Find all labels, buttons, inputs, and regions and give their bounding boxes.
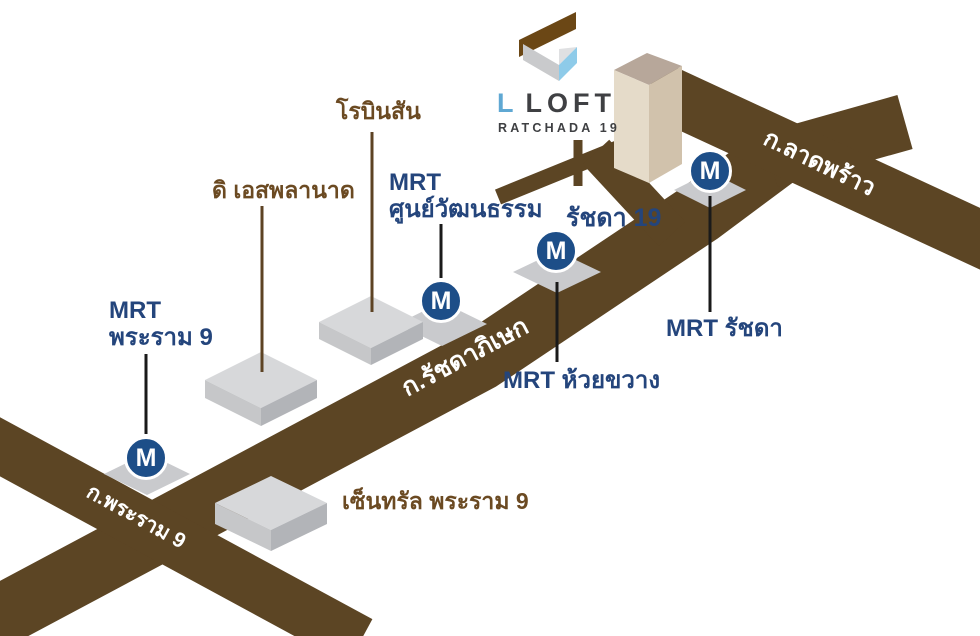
block-right-face	[271, 503, 327, 551]
mrt-marker-rama9: M	[124, 436, 168, 480]
lloft-subtitle: RATCHADA 19	[498, 121, 621, 135]
station-label-line2: ศูนย์วัฒนธรรม	[389, 195, 543, 223]
block-left-face	[319, 322, 371, 365]
block-right-face	[371, 322, 423, 365]
mrt-m-icon: M	[135, 443, 157, 472]
road-rama9	[0, 417, 373, 636]
station-label-ratchada: MRT รัชดา	[666, 315, 783, 342]
place-label-robinson: โรบินสัน	[336, 98, 421, 124]
block-right-face	[261, 380, 317, 426]
place-label-central-rama9: เซ็นทรัล พระราม 9	[342, 488, 529, 514]
tower-right-face	[649, 66, 682, 183]
mrt-marker-cultural-centre: M	[419, 279, 463, 323]
station-label-line1: MRT	[389, 169, 441, 196]
lloft-wordmark: L LOFT	[497, 88, 616, 119]
building-block-central-rama9	[215, 476, 327, 551]
wordmark-rest: LOFT	[525, 88, 616, 118]
mrt-m-icon: M	[430, 286, 452, 315]
station-label-line1: MRT	[109, 297, 161, 324]
road-ratchadaphisek	[0, 127, 801, 636]
station-label-cultural-centre: MRT ศูนย์วัฒนธรรม	[389, 169, 543, 224]
place-label-esplanade: ดิ เอสพลานาด	[212, 177, 355, 203]
station-label-rama9: MRT พระราม 9	[109, 297, 213, 352]
mrt-marker-huai-khwang: M	[534, 229, 578, 273]
logo-mark-blue-face	[559, 47, 577, 81]
station-label-huai-khwang: MRT ห้วยขวาง	[503, 367, 661, 394]
station-label-line2: พระราม 9	[109, 323, 213, 351]
tower-top	[614, 53, 682, 85]
wordmark-first-letter: L	[497, 88, 519, 118]
lloft-logo-mark	[519, 12, 577, 81]
mrt-marker-ratchada: M	[688, 149, 732, 193]
logo-mark-gray-fold	[523, 44, 559, 81]
road-label-soi-ratchada19: รัชดา 19	[566, 204, 662, 232]
lloft-tower	[614, 53, 682, 183]
building-block-robinson	[319, 296, 423, 365]
building-block-esplanade	[205, 352, 317, 426]
mrt-m-icon: M	[699, 156, 721, 185]
block-left-face	[205, 380, 261, 426]
block-left-face	[215, 503, 271, 551]
road-ladprao	[638, 60, 980, 270]
road-soi-connector	[582, 139, 686, 247]
mrt-m-icon: M	[545, 236, 567, 265]
tower-left-face	[614, 70, 649, 183]
logo-mark-brown-bar	[519, 12, 576, 57]
